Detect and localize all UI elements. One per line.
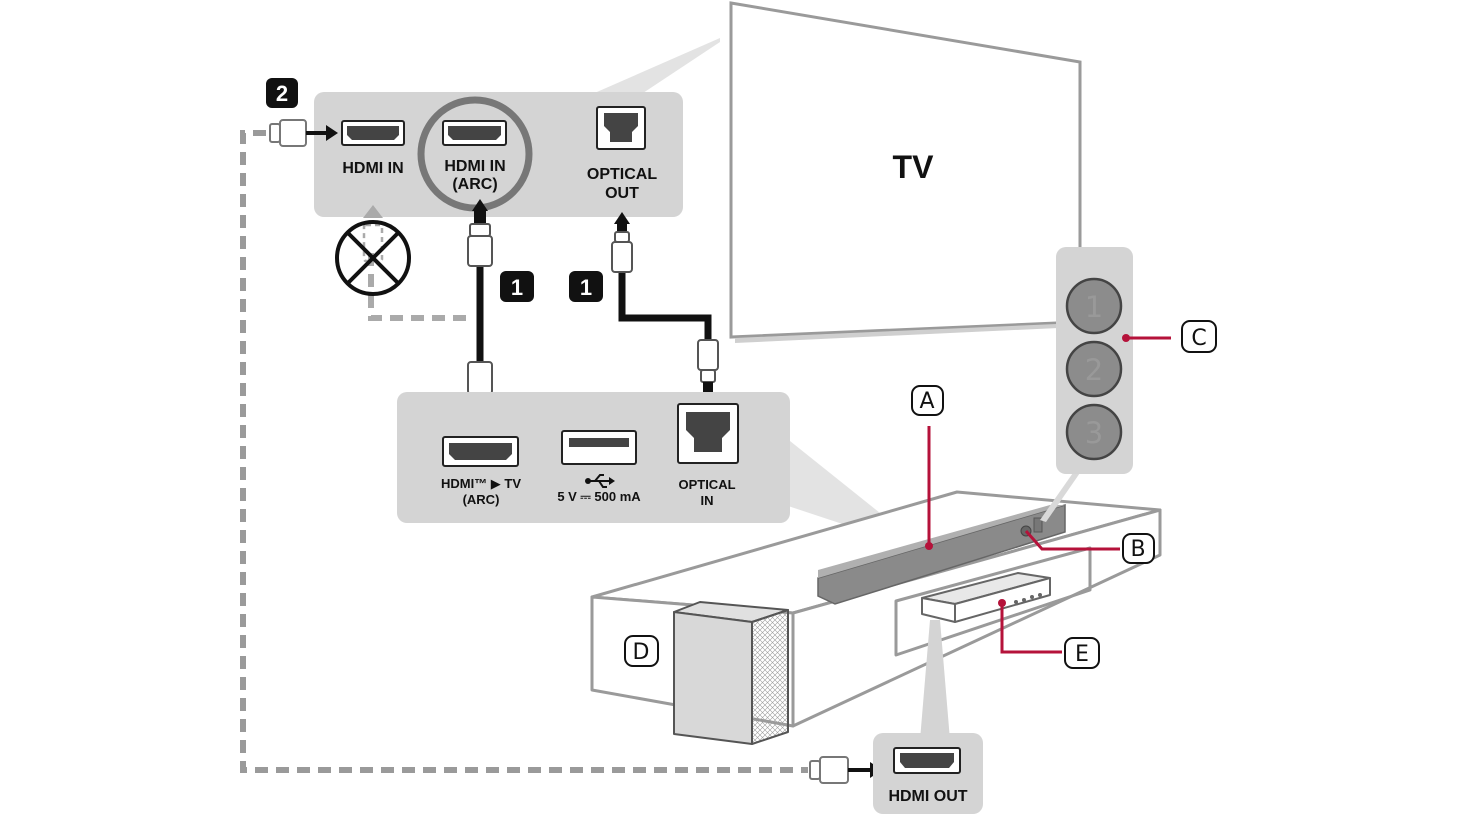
- zoom-wedge-hdmi-out: [920, 620, 950, 740]
- hdmi-plug-icon-top: [269, 119, 338, 147]
- optical-in-label-line1: OPTICAL: [678, 477, 735, 492]
- callout-a: A: [911, 385, 944, 416]
- svg-text:A: A: [919, 389, 934, 414]
- zoom-wedge-tv: [590, 38, 720, 95]
- svg-text:1: 1: [580, 275, 592, 300]
- hdmi-in-port-icon: [341, 120, 405, 146]
- dashed-hdmi-cable: [240, 130, 808, 773]
- hdmi-tv-label-line1: HDMI™ ▶ TV: [441, 476, 521, 491]
- svg-text:1: 1: [511, 275, 523, 300]
- callout-c: C: [1181, 320, 1217, 353]
- hdmi-tv-arc-port-icon: [442, 436, 519, 467]
- optical-out-port-icon: [596, 106, 646, 150]
- usb-power-label: 5 V ⎓ 500 mA: [557, 489, 641, 504]
- svg-text:C: C: [1191, 326, 1206, 351]
- hdmi-in-arc-label-line2: (ARC): [452, 176, 497, 193]
- svg-text:2: 2: [276, 81, 288, 106]
- hdmi-out-panel: HDMI OUT: [873, 733, 983, 814]
- button-1: 1: [1065, 277, 1123, 335]
- optical-out-label-line2: OUT: [605, 185, 639, 202]
- tv: TV: [729, 1, 1082, 343]
- usb-port-icon: [561, 430, 637, 465]
- button-3: 3: [1065, 403, 1123, 461]
- hdmi-tv-label-line2: (ARC): [463, 492, 500, 507]
- svg-text:D: D: [633, 640, 650, 665]
- optical-in-port-icon: [677, 403, 739, 464]
- usb-symbol-icon: [585, 474, 615, 488]
- hdmi-plug-icon-bottom: [809, 756, 882, 784]
- optical-in-label-line2: IN: [701, 493, 714, 508]
- svg-text:3: 3: [1085, 416, 1103, 450]
- soundbar: [817, 503, 1066, 605]
- callout-b: B: [1122, 533, 1155, 564]
- hdmi-in-arc-label-line1: HDMI IN: [444, 158, 505, 175]
- tv-rear-panel: HDMI IN HDMI IN (ARC) OPTICAL OUT: [314, 92, 683, 217]
- tv-label: TV: [893, 149, 935, 185]
- soundbar-buttons-panel: 1 2 3: [1056, 247, 1133, 474]
- callout-dots: [925, 334, 1130, 607]
- optical-out-label-line1: OPTICAL: [587, 166, 657, 183]
- hdmi-in-arc-port-icon: [442, 120, 507, 146]
- hdmi-out-label: HDMI OUT: [888, 788, 967, 805]
- soundbar-rear-panel: HDMI™ ▶ TV (ARC) 5 V ⎓ 500 mA OPTICAL IN: [397, 392, 790, 523]
- svg-text:B: B: [1130, 537, 1145, 562]
- step-2-badge: 2: [266, 78, 298, 108]
- optical-cable: [611, 212, 719, 409]
- hdmi-in-label: HDMI IN: [342, 160, 403, 177]
- step-1-badge-hdmi: 1: [500, 271, 534, 302]
- callout-d: D: [624, 635, 659, 667]
- svg-text:1: 1: [1085, 290, 1103, 324]
- prohibited-connection-icon: [335, 205, 470, 321]
- svg-text:E: E: [1075, 642, 1089, 667]
- subwoofer: [673, 601, 789, 745]
- zoom-wedge-buttons: [1040, 470, 1082, 522]
- svg-text:2: 2: [1085, 353, 1103, 387]
- step-1-badge-optical: 1: [569, 271, 603, 302]
- callout-e: E: [1064, 637, 1100, 669]
- button-2: 2: [1065, 340, 1123, 398]
- hdmi-out-port-icon: [893, 747, 961, 774]
- callout-leaders: [927, 336, 1171, 654]
